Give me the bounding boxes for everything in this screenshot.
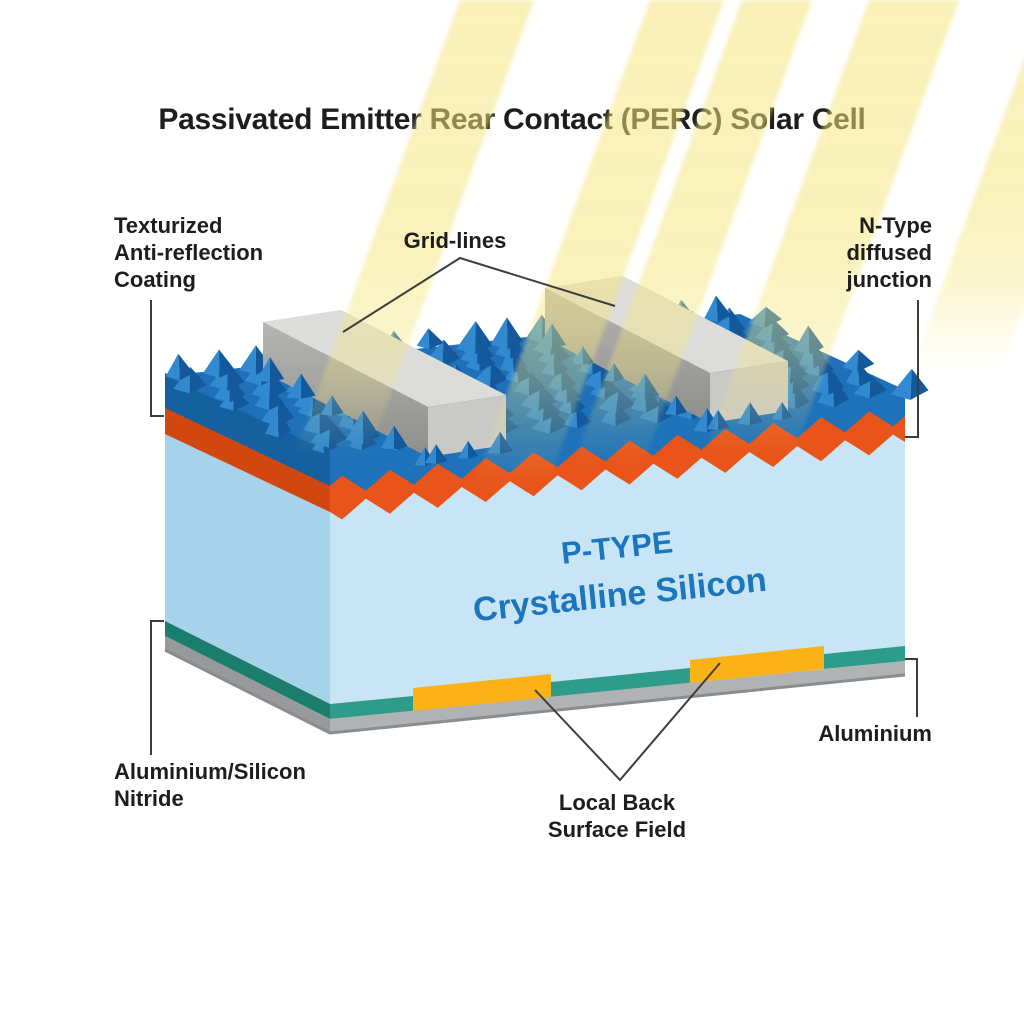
label-al-si-nitride: Aluminium/Silicon Nitride: [114, 758, 306, 812]
label-line: Texturized: [114, 213, 223, 238]
passivation-layer-side: [165, 621, 330, 719]
label-local-bsf: Local Back Surface Field: [537, 789, 697, 843]
passivation-segment-1: [330, 696, 413, 719]
label-line: diffused: [846, 240, 932, 265]
label-texturized-coating: Texturized Anti-reflection Coating: [114, 212, 263, 293]
label-grid-lines: Grid-lines: [403, 228, 507, 253]
aluminium-layer-side: [165, 636, 330, 734]
label-line: N-Type: [859, 213, 932, 238]
label-line: junction: [846, 267, 932, 292]
local-bsf-contact-2: [690, 646, 824, 683]
local-bsf-contact-1: [413, 674, 551, 711]
label-line: Local Back: [558, 790, 676, 815]
junction-layer-side: [165, 408, 330, 512]
label-line: Surface Field: [547, 817, 687, 842]
cell-left-face: [165, 373, 330, 734]
label-line: Aluminium/Silicon: [114, 759, 306, 784]
label-aluminium: Aluminium: [818, 721, 932, 746]
label-line: Anti-reflection: [114, 240, 264, 265]
label-n-type-junction: N-Type diffused junction: [846, 212, 932, 293]
label-line: Nitride: [114, 786, 184, 811]
passivation-segment-3: [824, 646, 905, 669]
label-line: Coating: [114, 267, 196, 292]
page-title: Passivated Emitter Rear Contact (PERC) S…: [158, 103, 866, 136]
p-type-silicon-side: [165, 428, 330, 705]
